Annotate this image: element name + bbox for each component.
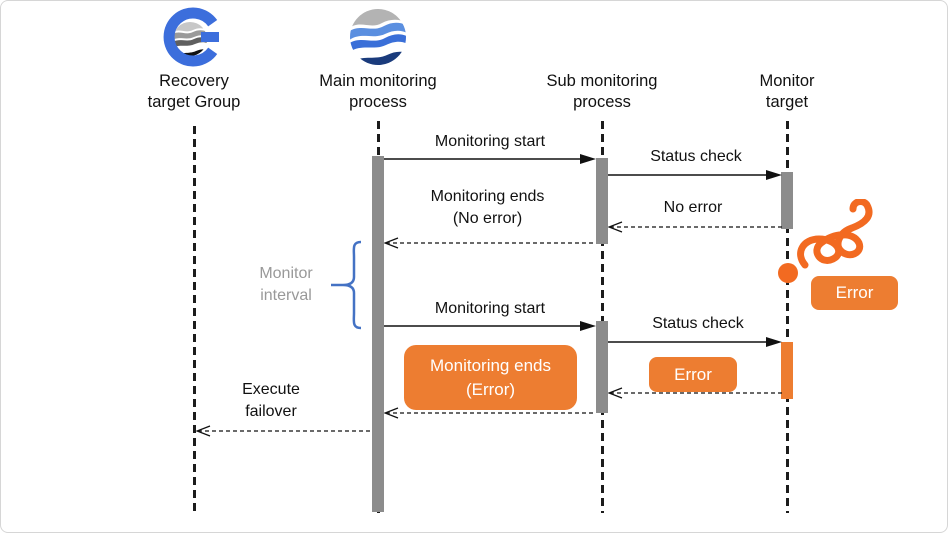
label-monitoring-start-1: Monitoring start [434, 133, 546, 150]
actor-label-line: target Group [147, 93, 241, 111]
callout-error-event: Error [811, 276, 898, 310]
activation-bar-sub-2 [596, 321, 608, 413]
callout-line: (Error) [465, 379, 516, 399]
actor-label-line: target [765, 93, 809, 111]
activation-bar-sub-1 [596, 158, 608, 244]
label-execute-failover: Execute failover [206, 379, 336, 423]
label-no-error: No error [663, 199, 723, 216]
error-scribble-icon [791, 199, 879, 277]
arrow-status-check-1 [608, 168, 782, 182]
label-line: Execute [242, 381, 300, 398]
label-monitoring-ends-no-error: Monitoring ends (No error) [395, 186, 580, 230]
arrow-execute-failover [196, 424, 373, 438]
lifeline-sub-monitoring-process [601, 121, 604, 513]
label-line: interval [260, 287, 312, 304]
callout-line: Monitoring ends [430, 355, 551, 375]
arrow-monitoring-ends-no-error [384, 236, 596, 250]
label-line: Monitor [259, 265, 313, 282]
activation-bar-monitor-2-error [781, 342, 793, 399]
arrow-error-reply [608, 386, 782, 400]
callout-error-reply: Error [649, 357, 737, 392]
error-dot-icon [777, 262, 799, 284]
arrow-status-check-2 [608, 335, 782, 349]
label-status-check-2: Status check [652, 315, 744, 332]
activation-bar-main [372, 156, 384, 512]
label-line: failover [245, 403, 297, 420]
actor-recovery-target-group: Recovery target Group [109, 71, 279, 113]
lifeline-monitor-target [786, 121, 789, 513]
actor-label-line: Monitor [759, 72, 815, 90]
arrow-monitoring-start-1 [384, 152, 596, 166]
actor-sub-monitoring-process: Sub monitoring process [517, 71, 687, 113]
actor-monitor-target: Monitor target [732, 71, 842, 113]
arrow-no-error-reply [608, 220, 782, 234]
actor-label-line: Recovery [159, 72, 229, 90]
actor-label-line: Main monitoring [319, 72, 437, 90]
actor-label-line: Sub monitoring [546, 72, 658, 90]
label-status-check-1: Status check [650, 148, 742, 165]
actor-label-line: process [349, 93, 407, 111]
label-line: Monitoring ends [430, 188, 545, 205]
actor-main-monitoring-process: Main monitoring process [293, 71, 463, 113]
arrow-monitoring-ends-error [384, 406, 596, 420]
monitor-interval-brace [329, 240, 369, 330]
label-monitoring-start-2: Monitoring start [434, 300, 546, 317]
label-line: (No error) [452, 210, 523, 227]
activation-bar-monitor-1 [781, 172, 793, 229]
actor-label-line: process [573, 93, 631, 111]
callout-monitoring-ends-error: Monitoring ends (Error) [404, 345, 577, 410]
lifeline-recovery-target-group [193, 126, 196, 513]
arrow-monitoring-start-2 [384, 319, 596, 333]
label-monitor-interval: Monitor interval [238, 263, 334, 307]
globe-g-icon [163, 7, 223, 67]
globe-waves-icon [348, 7, 408, 67]
